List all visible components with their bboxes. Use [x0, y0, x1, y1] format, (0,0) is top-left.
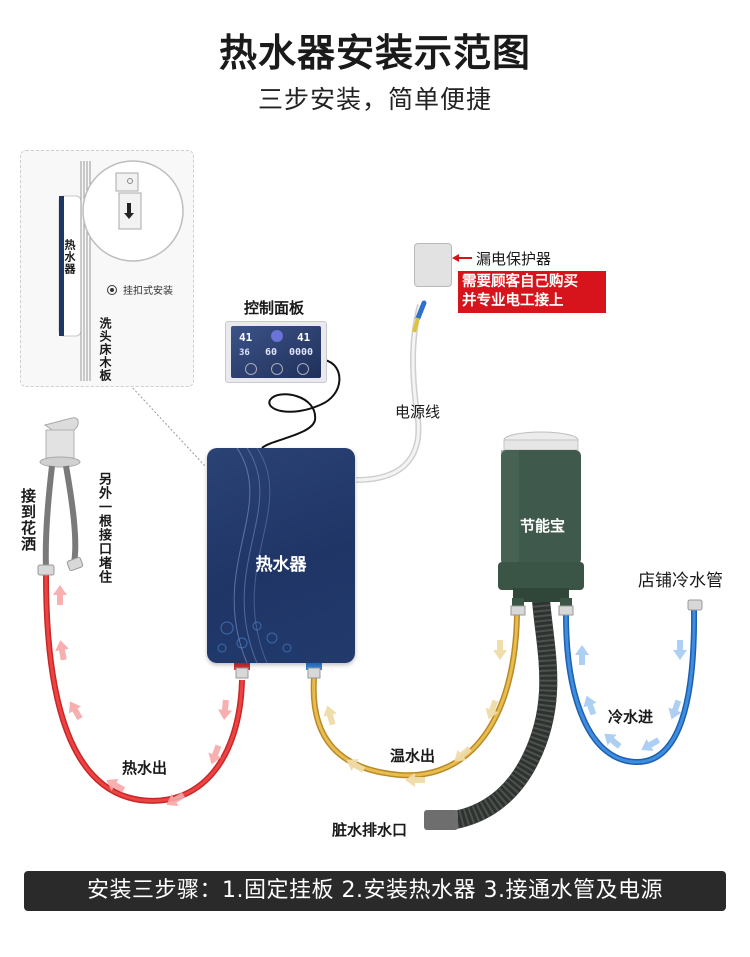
down-arrow-icon: [124, 203, 134, 219]
panel-button-2[interactable]: [271, 363, 283, 375]
panel-button-3[interactable]: [297, 363, 309, 375]
display-center-icon: [271, 330, 283, 342]
warm-out-label: 温水出: [390, 747, 436, 765]
shower-plug-label: 另外一根接口堵住: [96, 472, 111, 584]
mount-detail-art: [58, 160, 184, 381]
hot-flow-arrows: [53, 585, 232, 807]
shower-faucet: [37, 417, 84, 576]
power-cord: [355, 304, 423, 483]
heater-label: 热水器: [255, 555, 307, 575]
water-heater: 热水器: [207, 448, 355, 663]
leakage-protector: [414, 243, 452, 287]
cold-in-label: 冷水进: [608, 708, 654, 726]
leakage-note-line1: 需要顾客自己购买: [462, 274, 578, 290]
drain-outlet: [424, 810, 458, 830]
control-panel: 41 41 36 60 0000: [225, 321, 327, 383]
heater-wave-pattern: [217, 448, 292, 663]
control-panel-display: 41 41 36 60 0000: [231, 326, 321, 378]
display-right: 0000: [289, 347, 314, 358]
leakage-note: 需要顾客自己购买 并专业电工接上: [458, 271, 606, 313]
cold-source-label: 店铺冷水管: [638, 571, 723, 591]
page-title: 热水器安装示范图: [218, 31, 531, 75]
display-right-temp: 41: [297, 331, 311, 344]
leak-arrow-icon: [452, 254, 459, 262]
energy-saver-unit: [498, 431, 584, 616]
bullet-icon: [107, 284, 117, 295]
control-panel-label: 控制面板: [244, 299, 305, 317]
install-steps-banner: 安装三步骤：1.固定挂板 2.安装热水器 3.接通水管及电源: [24, 871, 726, 911]
cold-flow-arrows: [575, 640, 687, 752]
energy-saver-label: 节能宝: [520, 517, 566, 535]
cold-source-fitting: [687, 599, 703, 611]
display-small-left: 36: [239, 348, 250, 358]
display-left-temp: 41: [239, 331, 253, 344]
panel-button-1[interactable]: [245, 363, 257, 375]
inset-heater-label: 热水器: [63, 239, 76, 275]
leakage-protector-label: 漏电保护器: [476, 250, 552, 268]
inset-connector-line: [129, 384, 206, 467]
hot-out-label: 热水出: [122, 759, 168, 777]
display-middle: 60: [265, 347, 278, 358]
inset-mount-label: 挂扣式安装: [123, 286, 173, 297]
leakage-note-line2: 并专业电工接上: [462, 293, 564, 309]
page-subtitle: 三步安装，简单便捷: [257, 85, 492, 114]
inset-bed-board-label: 洗头床木板: [98, 317, 112, 382]
drain-label: 脏水排水口: [332, 821, 408, 839]
power-cord-label: 电源线: [395, 403, 441, 421]
panel-cable: [261, 359, 341, 449]
warm-flow-arrows: [323, 640, 507, 787]
shower-connect-label: 接到花洒: [19, 488, 37, 552]
mount-detail-inset: 热水器 洗头床木板 挂扣式安装: [20, 150, 194, 387]
